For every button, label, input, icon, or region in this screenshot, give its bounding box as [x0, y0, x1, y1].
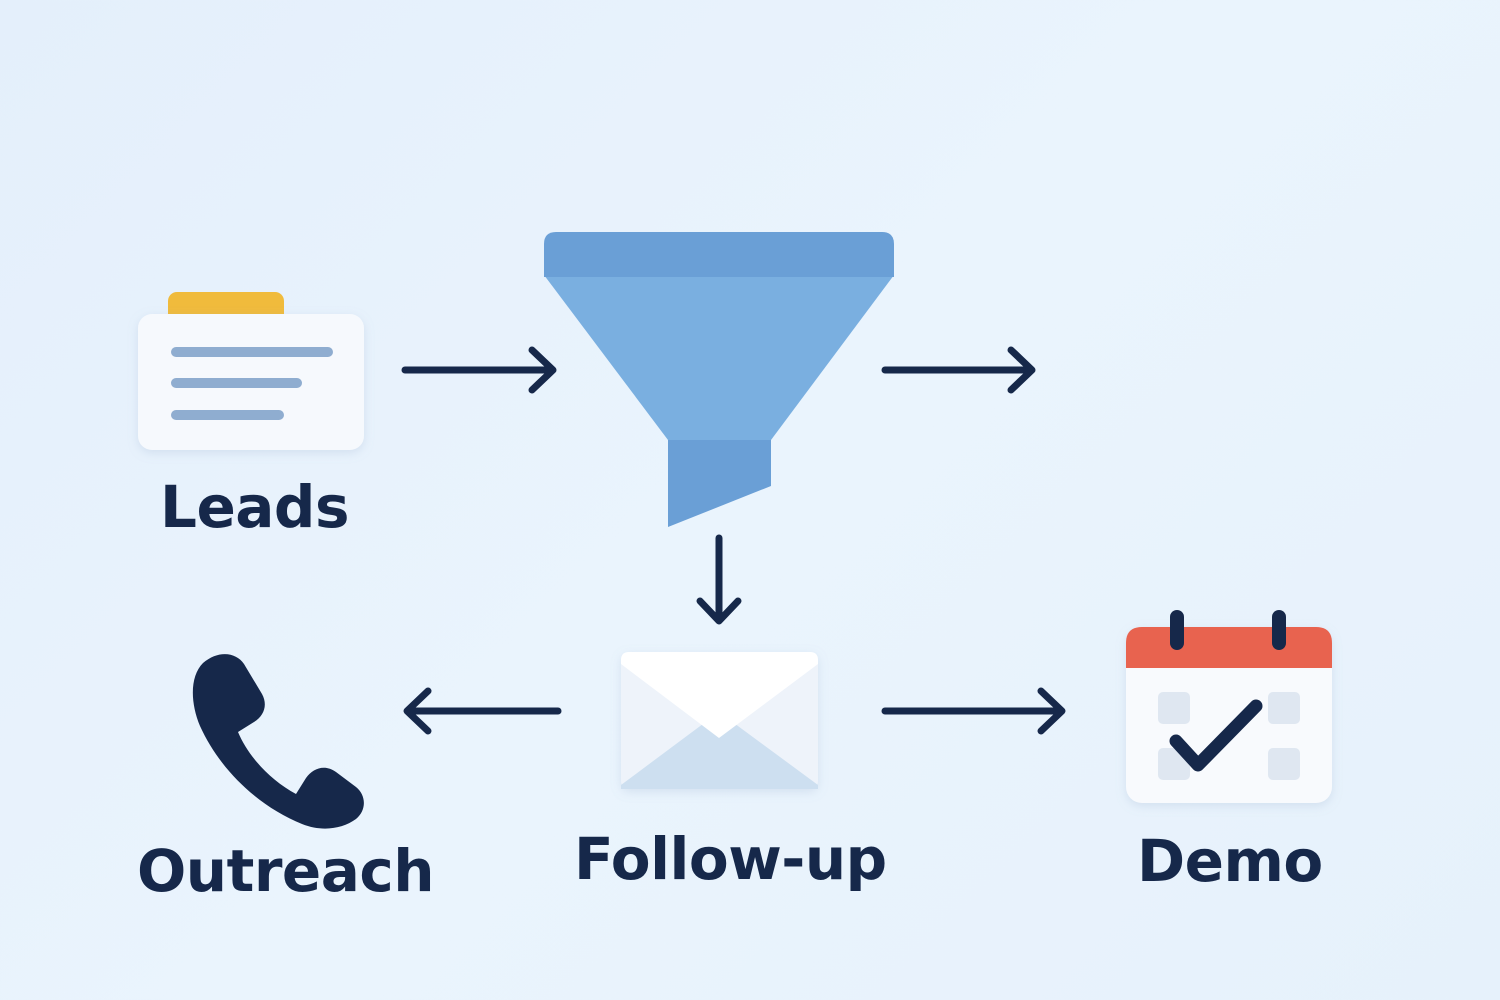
arrow-followup-to-demo — [881, 687, 1066, 735]
funnel-icon — [544, 232, 894, 527]
arrow-funnel-to-followup — [696, 534, 742, 625]
envelope-icon — [621, 652, 818, 789]
arrow-followup-to-outreach — [403, 687, 562, 735]
document-card-icon — [138, 292, 364, 450]
arrow-leads-to-funnel — [401, 346, 557, 394]
demo-label: Demo — [1137, 827, 1323, 895]
leads-label: Leads — [160, 473, 349, 541]
followup-label: Follow-up — [574, 825, 887, 893]
arrow-funnel-to-right — [881, 346, 1036, 394]
calendar-check-icon — [1126, 610, 1332, 803]
outreach-label: Outreach — [137, 837, 435, 905]
phone-icon — [192, 654, 364, 829]
